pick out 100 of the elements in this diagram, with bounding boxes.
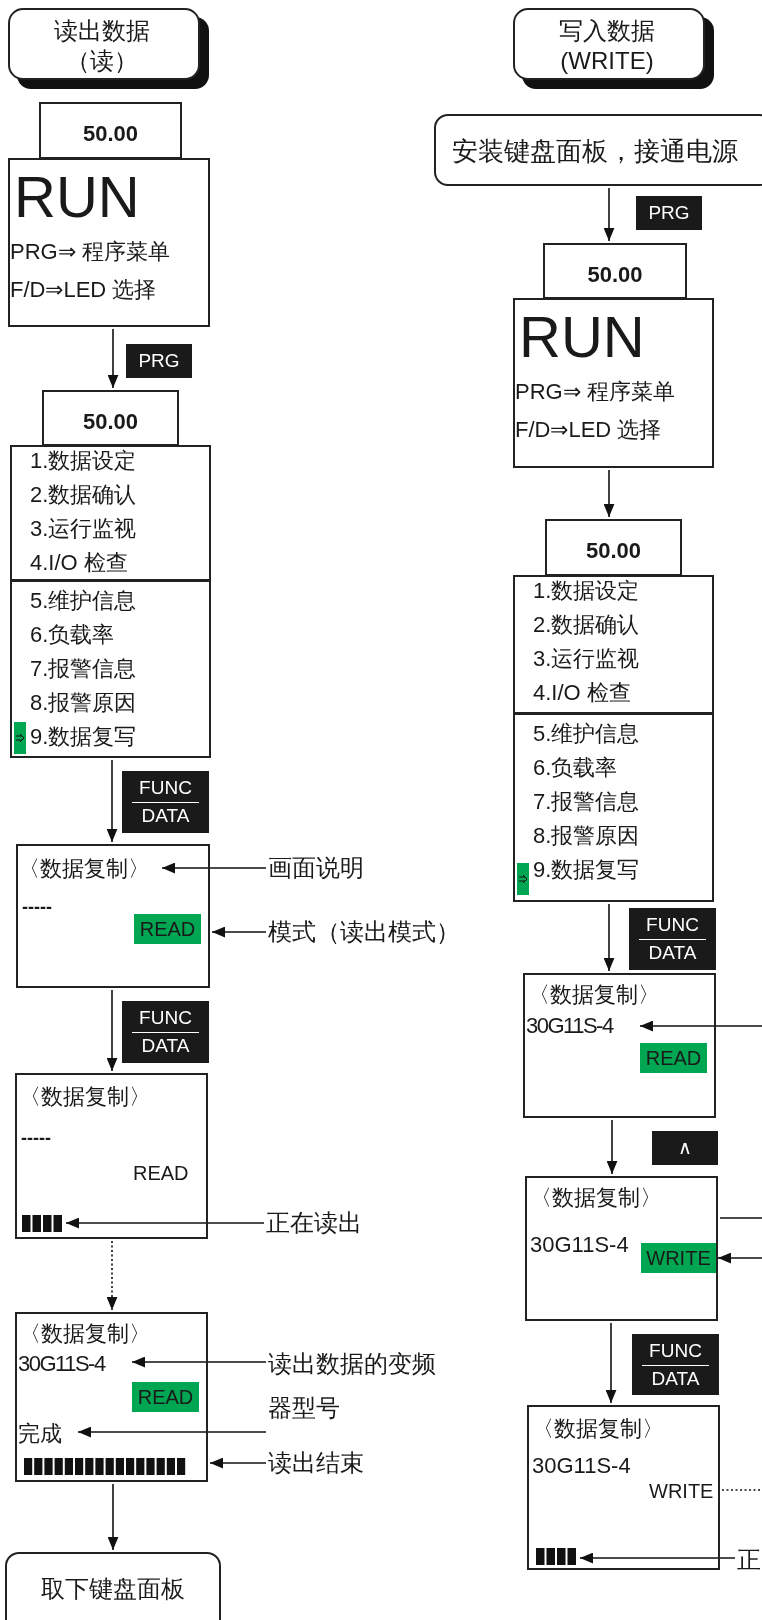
key-label: FUNC DATA [632,1334,719,1395]
title-text: （读） [65,46,139,76]
title-text: 写入数据 [558,16,656,46]
arrow [603,903,615,972]
leader-line [211,926,267,938]
display-screen [15,1073,208,1239]
progress-bar [22,1215,64,1232]
screen-text: WRITE [649,1479,714,1504]
display-screen [16,844,210,988]
arrow [606,1119,618,1175]
value-box [543,243,687,299]
leader-line [639,1020,762,1032]
screen-text: 30G11S-4 [18,1348,130,1380]
key-label: PRG [126,344,192,378]
step-text: 安装键盘面板，接通电源 [452,135,738,168]
mode-badge: READ [132,1382,199,1412]
menu-item: 5.维护信息 [30,587,137,615]
leader-line [719,1217,762,1219]
key-label: FUNC DATA [122,771,209,833]
menu-item: 1.数据设定 [533,577,640,605]
menu-item: 3.运行监视 [30,515,137,543]
menu-item: 8.报警原因 [533,822,640,850]
screen-text: 〈数据复制〉 [530,1184,662,1212]
key-label: FUNC DATA [122,1001,209,1063]
menu-item: 2.数据确认 [30,481,137,509]
screen-text: 〈数据复制〉 [19,1320,151,1348]
screen-text: 〈数据复制〉 [532,1415,664,1443]
key-label: ∧ [652,1131,718,1165]
value-box [39,102,182,159]
screen-text: ----- [22,896,52,919]
leader-line [131,1356,267,1368]
title-box [513,8,715,90]
screen-text: PRG⇒ 程序菜单 [10,238,170,266]
arrow [106,989,118,1072]
display-screen [15,1312,208,1482]
step-box [5,1552,221,1620]
arrow [605,1322,617,1404]
display-screen [513,298,714,468]
arrow [106,759,118,843]
screen-text: READ [133,1161,189,1186]
status-text: RUN [519,303,645,371]
title-box [8,8,210,90]
value-box [545,519,682,576]
screen-text: 〈数据复制〉 [19,1083,151,1111]
menu-box [513,713,714,902]
menu-box [10,445,211,581]
leader-line [77,1426,267,1438]
leader-line [721,1489,762,1491]
menu-box [10,580,211,758]
annotation-text: 画面说明 [268,851,388,885]
menu-box [513,575,714,714]
menu-item: 8.报警原因 [30,689,137,717]
leader-line [209,1457,267,1469]
menu-item: 5.维护信息 [533,720,640,748]
annotation-text: 正 [737,1543,762,1577]
screen-text: PRG⇒ 程序菜单 [515,378,675,406]
value-text: 50.00 [81,120,140,148]
annotation-text: 读出结束 [268,1446,388,1480]
key-label: FUNC DATA [629,908,716,970]
value-box [42,390,179,446]
key-label: PRG [636,196,702,230]
step-box [434,114,762,186]
value-text: 50.00 [584,537,643,565]
mode-badge: READ [640,1043,707,1073]
value-text: 50.00 [586,261,644,289]
screen-text: 30G11S-4 [530,1231,629,1259]
screen-text: 〈数据复制〉 [18,852,160,886]
screen-text: ----- [21,1127,51,1150]
arrow [107,1483,119,1551]
title-text: (WRITE) [559,46,655,76]
display-screen [527,1405,720,1570]
arrow [603,469,615,518]
menu-item: 1.数据设定 [30,447,137,475]
title-text: 读出数据 [53,16,151,46]
arrow [106,1240,118,1311]
screen-text: 完成 [18,1416,76,1452]
menu-item: 2.数据确认 [533,611,640,639]
mode-badge: WRITE [641,1243,716,1273]
display-screen [525,1176,718,1321]
arrow [603,187,615,242]
screen-text: 〈数据复制〉 [528,981,660,1009]
menu-item: 4.I/O 检查 [533,679,631,707]
step-text: 取下键盘面板 [40,1574,186,1604]
menu-item: 7.报警信息 [30,655,137,683]
menu-item: 6.负载率 [30,621,115,649]
menu-item: 9.数据复写 [533,856,640,884]
display-screen [8,158,210,327]
screen-text: F/D⇒LED 选择 [515,416,662,444]
leader-line [717,1252,762,1264]
annotation-text: 模式（读出模式） [268,915,478,949]
progress-bar [536,1548,578,1565]
screen-text: 30G11S-4 [526,1010,638,1042]
annotation-text: 读出数据的变频器型号 [268,1342,458,1430]
status-text: RUN [14,163,140,231]
menu-item: 6.负载率 [533,754,618,782]
mode-badge: READ [134,914,201,944]
menu-item: 7.报警信息 [533,788,640,816]
value-text: 50.00 [81,408,140,436]
screen-text: 30G11S-4 [532,1452,631,1480]
menu-item: 3.运行监视 [533,645,640,673]
